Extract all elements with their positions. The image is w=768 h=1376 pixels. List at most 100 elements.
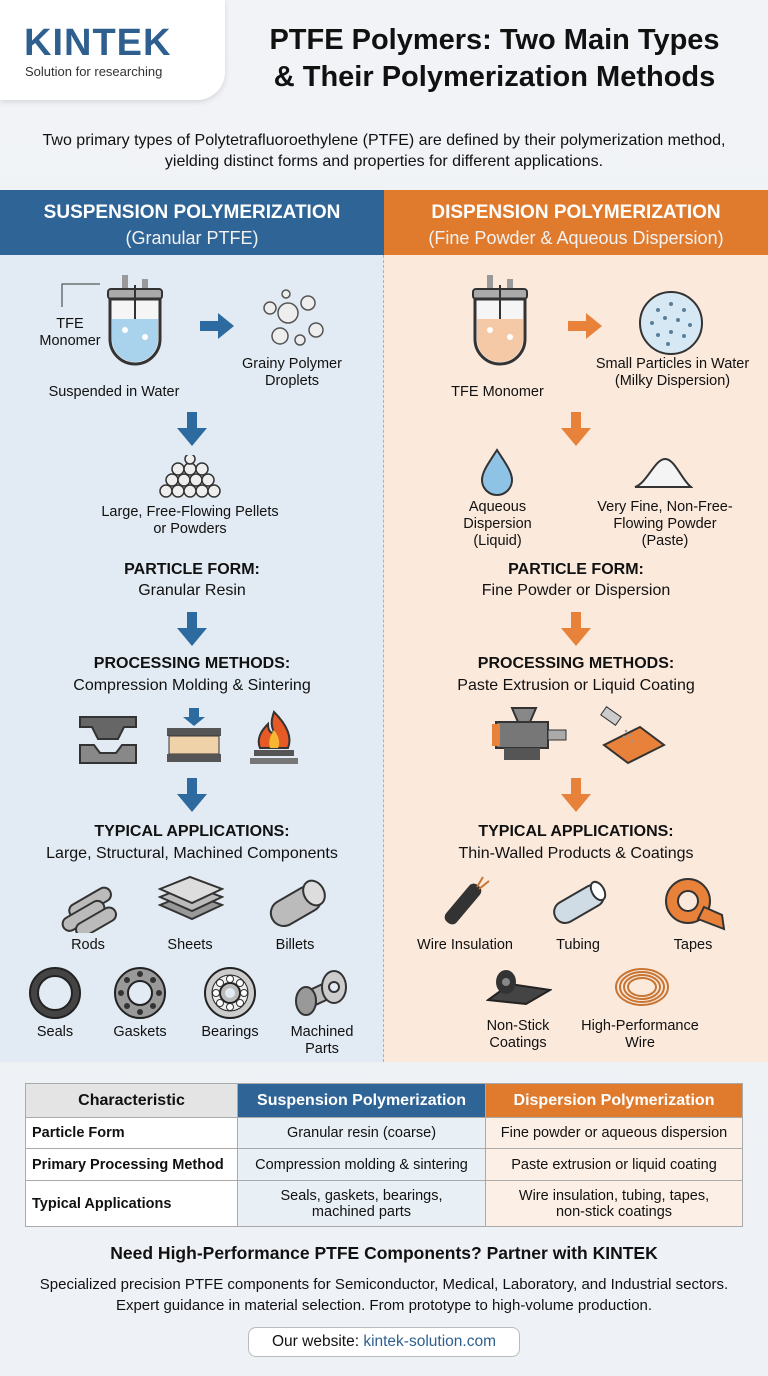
down-arrow-icon [177, 612, 207, 646]
cta-title: Need High-Performance PTFE Components? P… [110, 1243, 658, 1263]
wire-icon [444, 876, 490, 925]
cta-text: Specialized precision PTFE components fo… [39, 1276, 729, 1314]
dispersion-cell: Wire insulation, tubing, tapes, non-stic… [485, 1180, 743, 1227]
dispersion-processing-value: Paste Extrusion or Liquid Coating [457, 677, 695, 694]
dispersion-title: DISPENSION POLYMERIZATION [431, 202, 721, 223]
fine-powder-icon [634, 457, 693, 488]
title-line-2: & Their Polymerization Methods [273, 61, 716, 93]
app-label-billets: Billets [275, 937, 315, 953]
seal-icon [29, 967, 81, 1019]
suspension-cell: Seals, gaskets, bearings, machined parts [237, 1180, 486, 1227]
title-line-1: PTFE Polymers: Two Main Types [269, 24, 720, 56]
header-characteristic: Characteristic [25, 1083, 238, 1118]
intro-text: Two primary types of Polytetrafluoroethy… [42, 132, 726, 170]
app-label-seals: Seals [36, 1024, 74, 1040]
app-label-tapes: Tapes [673, 937, 713, 953]
reactor-icon [106, 275, 164, 366]
dispersion-particle-value: Fine Powder or Dispersion [481, 582, 671, 599]
billet-icon [269, 879, 326, 927]
suspended-in-water-label: Suspended in Water [48, 384, 180, 400]
gasket-icon [114, 967, 166, 1019]
sheets-icon [158, 875, 224, 921]
coating-roll-icon [486, 970, 552, 1006]
website-label: Our website: [272, 1333, 364, 1350]
pellet-pile-icon [159, 455, 221, 498]
table-header-row: Characteristic Suspension Polymerization… [25, 1083, 743, 1118]
tfe-monomer-label: TFE Monomer [39, 316, 101, 349]
app-label-high-performance-wire: High-Performance Wire [581, 1018, 699, 1051]
row-label: Primary Processing Method [25, 1148, 238, 1181]
app-label-gaskets: Gaskets [113, 1024, 167, 1040]
tube-icon [553, 880, 607, 924]
machined-part-icon [295, 970, 347, 1016]
sintering-flame-icon [250, 710, 298, 764]
tape-icon [665, 878, 726, 931]
dispersion-subtitle: (Fine Powder & Aqueous Dispersion) [428, 228, 724, 248]
suspension-cell: Granular resin (coarse) [237, 1117, 486, 1149]
suspension-title: SUSPENSION POLYMERIZATION [43, 202, 341, 223]
down-arrow-icon [177, 778, 207, 812]
row-label: Typical Applications [25, 1180, 238, 1227]
app-label-bearings: Bearings [201, 1024, 259, 1040]
header-suspension: Suspension Polymerization [237, 1083, 486, 1118]
right-arrow-icon [200, 313, 234, 339]
dispersion-cell: Paste extrusion or liquid coating [485, 1148, 743, 1181]
dispersion-applications-value: Thin-Walled Products & Coatings [458, 845, 694, 862]
app-label-non-stick-coatings: Non-Stick Coatings [486, 1018, 550, 1051]
kintek-logo: KINTEK [24, 22, 172, 64]
logo-tagline: Solution for researching [25, 64, 163, 79]
milky-dispersion-icon [639, 291, 703, 355]
logo-card [0, 0, 225, 100]
suspension-particle-value: Granular Resin [138, 582, 246, 599]
down-arrow-icon [561, 412, 591, 446]
dispersion-applications-title: TYPICAL APPLICATIONS: [478, 823, 674, 840]
milky-dispersion-label: Small Particles in Water (Milky Dispersi… [595, 356, 750, 389]
tfe-monomer-label: TFE Monomer [451, 384, 544, 400]
suspension-applications-title: TYPICAL APPLICATIONS: [94, 823, 290, 840]
row-label: Particle Form [25, 1117, 238, 1149]
dispersion-cell: Fine powder or aqueous dispersion [485, 1117, 743, 1149]
extruder-icon [492, 707, 567, 760]
coil-icon [615, 968, 669, 1006]
fine-powder-label: Very Fine, Non-Free-Flowing Powder (Past… [597, 499, 733, 549]
dispersion-panel [384, 255, 768, 1062]
app-label-sheets: Sheets [167, 937, 213, 953]
rods-icon [61, 886, 117, 933]
app-label-machined-parts: Machined Parts [290, 1024, 354, 1057]
pellets-label: Large, Free-Flowing Pellets or Powders [101, 504, 279, 537]
suspension-header: SUSPENSION POLYMERIZATION (Granular PTFE) [0, 190, 384, 255]
website-link[interactable]: kintek-solution.com [363, 1333, 496, 1350]
droplets-label: Grainy Polymer Droplets [242, 356, 342, 389]
suspension-subtitle: (Granular PTFE) [125, 228, 259, 248]
liquid-coating-icon [600, 706, 666, 765]
reactor-icon [471, 275, 529, 366]
dispersion-processing-title: PROCESSING METHODS: [477, 655, 675, 672]
website-button[interactable]: Our website: kintek-solution.com [248, 1327, 520, 1357]
right-arrow-icon [568, 313, 602, 339]
dispersion-header: DISPENSION POLYMERIZATION (Fine Powder & … [384, 190, 768, 255]
down-arrow-icon [561, 778, 591, 812]
aqueous-dispersion-label: Aqueous Dispersion (Liquid) [463, 499, 532, 549]
suspension-processing-title: PROCESSING METHODS: [93, 655, 291, 672]
app-label-rods: Rods [71, 937, 105, 953]
droplets-icon [263, 289, 324, 346]
comparison-table: Characteristic Suspension Polymerization… [25, 1083, 743, 1227]
liquid-drop-icon [480, 448, 514, 496]
app-label-wire-insulation: Wire Insulation [417, 937, 513, 953]
page-title: PTFE Polymers: Two Main Types & Their Pol… [232, 22, 757, 96]
suspension-processing-value: Compression Molding & Sintering [73, 677, 311, 694]
mold-icon [79, 716, 137, 764]
bearing-icon [204, 967, 256, 1019]
dispersion-particle-title: PARTICLE FORM: [508, 561, 644, 578]
suspension-applications-value: Large, Structural, Machined Components [46, 845, 338, 862]
down-arrow-icon [561, 612, 591, 646]
monomer-pointer-line [61, 283, 100, 307]
press-icon [167, 708, 221, 762]
suspension-particle-title: PARTICLE FORM: [124, 561, 260, 578]
app-label-tubing: Tubing [556, 937, 600, 953]
header-dispersion: Dispersion Polymerization [485, 1083, 743, 1118]
down-arrow-icon [177, 412, 207, 446]
